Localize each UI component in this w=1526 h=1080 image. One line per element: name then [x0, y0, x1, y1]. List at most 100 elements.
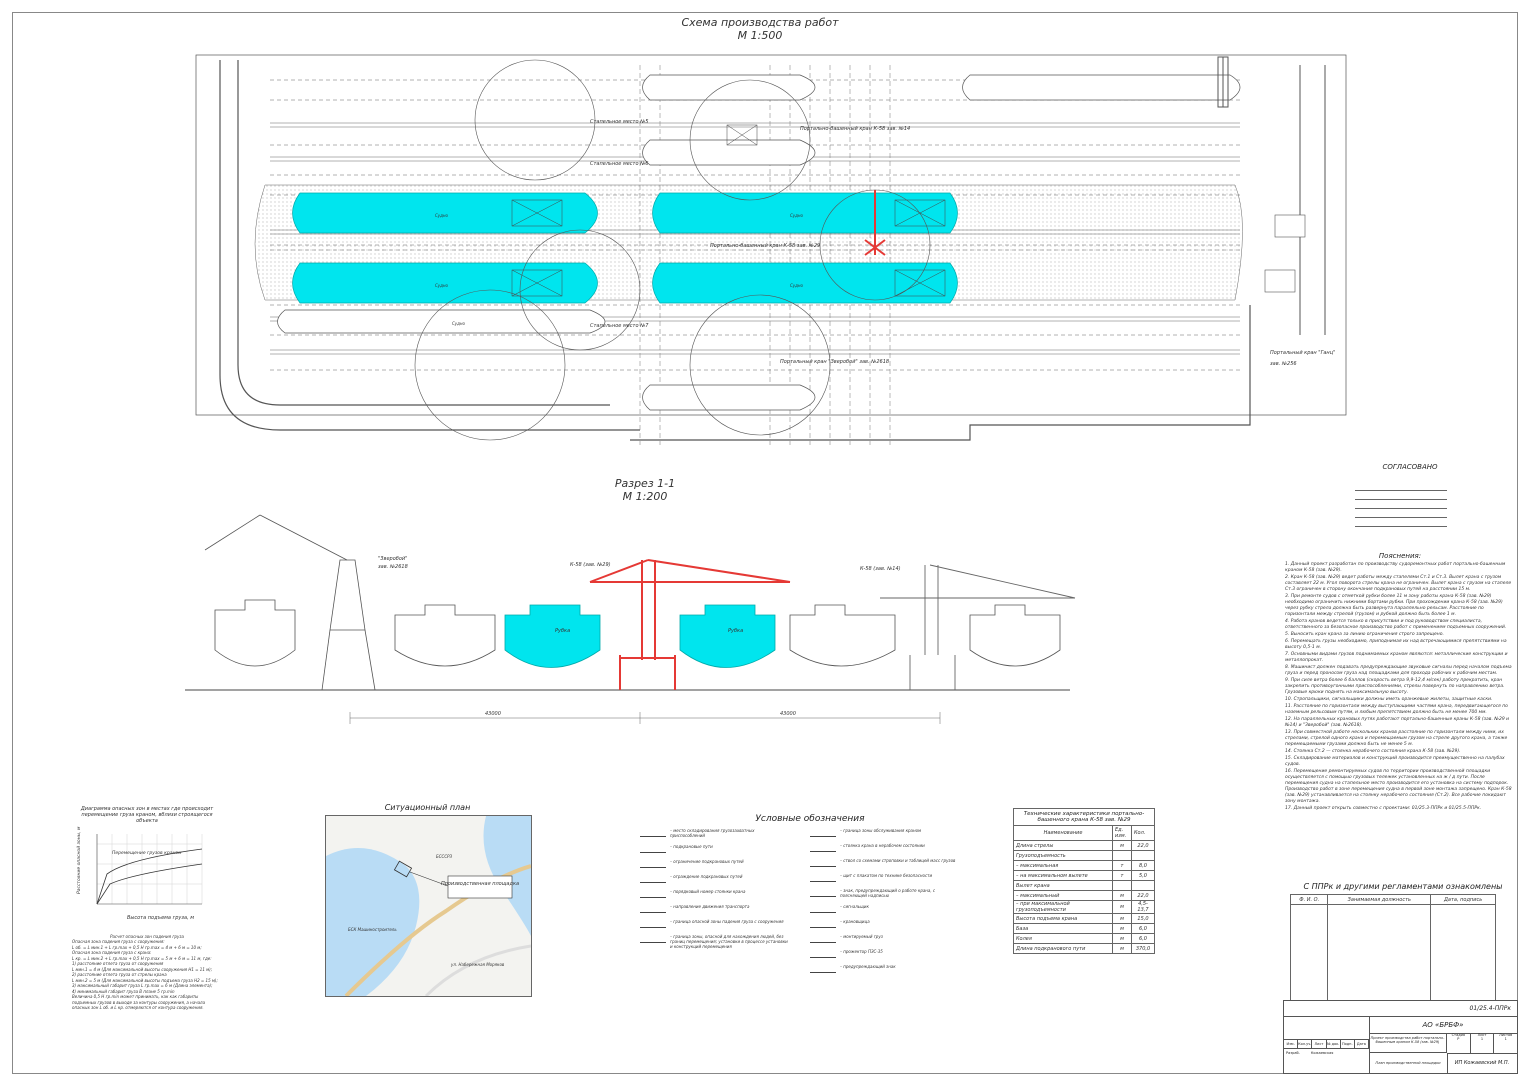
note-item: 12. На параллельных крановых путях работ…: [1285, 717, 1510, 728]
tech-cell-name: Длина подкранового пути: [1013, 943, 1113, 954]
legend-item: – порядковый номер стоянки крана: [640, 889, 790, 898]
familiar-title: С ППРк и другими регламентами ознакомлен…: [1303, 882, 1503, 891]
legend-symbol-icon: [640, 859, 666, 868]
legend-item: – граница зоны, опасной для нахождения л…: [640, 934, 790, 949]
road-left: [237, 60, 610, 406]
stamp-col-header: Изм.: [1284, 1040, 1299, 1048]
tech-cell-qty: 22,0: [1131, 890, 1155, 901]
tech-cell-unit: [1112, 850, 1132, 861]
legend-item: – стоянка крана в нерабочем состоянии: [810, 843, 960, 852]
tech-cell-unit: т: [1112, 860, 1132, 871]
label-steel-6: Стапельное место №6: [590, 161, 649, 167]
hulls-white: [214, 599, 1061, 667]
water-body: [326, 848, 420, 996]
notes-title: Пояснения:: [1378, 552, 1422, 560]
stamp-dev-row: Разраб. Кожаевская: [1284, 1049, 1369, 1057]
legend-symbol-icon: [640, 844, 666, 853]
legend-symbol-icon: [810, 873, 836, 882]
legend-symbol-icon: [810, 888, 836, 897]
place-street: ул. Набережная Моряков: [450, 962, 505, 967]
note-item: 5. Выносить кран крана за линию ограниче…: [1285, 632, 1444, 637]
diagram-curve-2: [96, 863, 203, 905]
note-item: 6. Перемещать грузы необходимо, приподни…: [1285, 639, 1507, 650]
building-2: [1264, 269, 1296, 293]
legend-symbol-icon: [640, 889, 666, 898]
legend-symbol-icon: [810, 919, 836, 928]
vertical-tracks: [639, 65, 891, 445]
legend-text: – ограничение подкрановых путей: [670, 859, 744, 864]
approval-title: СОГЛАСОВАНО: [1382, 463, 1438, 471]
note-item: 17. Данный проект открыть совместно с пр…: [1285, 806, 1482, 811]
tech-cell-unit: м: [1112, 923, 1132, 934]
tech-cell-unit: м: [1112, 943, 1132, 954]
section-label-k58-29: К-58 (зав. №29): [570, 562, 611, 568]
calc-line: L мин.1 = 4 м (Для максимальной высоты с…: [72, 966, 213, 972]
situation-title: Ситуационный план: [384, 803, 471, 812]
legend-symbol-icon: [810, 904, 836, 913]
legend-item: – сигнальщик: [810, 904, 960, 913]
diagram-calc-title: Расчет опасных зон падения груза: [110, 934, 184, 939]
tech-row: Вылет крана: [1013, 880, 1155, 891]
crane-k58-29-section: [589, 559, 791, 690]
legend-text: – граница зоны обслуживания краном: [840, 828, 922, 833]
notes-block: Пояснения: 1. Данный проект разработан п…: [1285, 552, 1515, 813]
crane-active-plan: [864, 190, 886, 256]
stamp-col-header: Кол.уч.: [1298, 1040, 1313, 1048]
situation-map: Производственная площадка БСССРЗ БСК Маш…: [325, 815, 532, 997]
familiar-header-position: Занимаемая должность: [1327, 894, 1432, 905]
legend-text: – щит с плакатом по технике безопасности: [840, 873, 933, 878]
tech-header-name: Наименование: [1013, 825, 1113, 841]
legend-symbol-icon: [640, 934, 666, 943]
main-road: [344, 864, 531, 996]
tech-cell-name: Длина стрелы: [1013, 840, 1113, 851]
tech-cell-qty: 4,5-13,7: [1131, 900, 1155, 914]
legend-text: – ствол со схемами строповки и таблицей …: [840, 858, 956, 863]
section-label-k58-14: К-58 (зав. №14): [860, 566, 901, 572]
section-title-block: Разрез 1-1 М 1:200: [560, 477, 730, 503]
tech-cell-qty: 22,0: [1131, 840, 1155, 851]
tech-cell-name: База: [1013, 923, 1113, 934]
legend-item: – направление движения транспорта: [640, 904, 790, 913]
note-item: 8. Машинист должен подавать предупреждаю…: [1285, 665, 1512, 676]
tech-cell-name: – максимальный: [1013, 890, 1113, 901]
stamp-sheets: 1: [1504, 1037, 1507, 1041]
stamp-stage: Р: [1457, 1037, 1460, 1041]
legend-symbol-icon: [810, 828, 836, 837]
dim-43000-left: 43000: [485, 711, 501, 717]
scheme-title: Схема производства работ: [681, 16, 839, 29]
legend-text: – граница опасной зоны падения груза с с…: [670, 919, 784, 924]
legend-item: – знак, предупреждающий о работе крана, …: [810, 888, 960, 898]
label-vessel-5: Судно: [452, 321, 466, 326]
scheme-title-block: Схема производства работ М 1:500: [640, 16, 880, 42]
legend-text: – направление движения транспорта: [670, 904, 750, 909]
note-item: 13. При совместной работе нескольких кра…: [1285, 730, 1508, 747]
vessels-outline: [277, 74, 1241, 411]
legend-block: Условные обозначения – место складирован…: [640, 814, 980, 979]
section-label-zverobolie: "Зверобой": [378, 556, 407, 562]
section-scale: М 1:200: [622, 490, 668, 503]
tech-cell-unit: м: [1112, 900, 1132, 914]
calc-line: Величина 0,5 Н гр.min может принимать, к…: [72, 994, 206, 1010]
calc-line: 1) расстояние отлета груза от сооружения: [72, 961, 164, 966]
wheelhouse-1: Рубка: [555, 628, 570, 634]
label-crane-ganz: Портальный кран "Ганц": [1270, 350, 1335, 356]
site-marker: [393, 860, 413, 878]
tech-cell-name: Грузоподъемность: [1013, 850, 1113, 861]
stamp-col-header: Лист: [1312, 1040, 1327, 1048]
label-vessel-1: Судно: [435, 213, 449, 218]
tech-cell-unit: [1112, 880, 1132, 891]
label-crane-14: Портально-башенный кран К-58 зав. №14: [800, 126, 910, 132]
legend-item: – подкрановые пути: [640, 844, 790, 853]
note-item: 10. Стропальщики, сигнальщики должны име…: [1285, 697, 1493, 702]
stamp-doc-code: 01/25.4-ППРк: [1284, 1001, 1517, 1017]
label-steel-5: Стапельное место №5: [590, 119, 649, 125]
